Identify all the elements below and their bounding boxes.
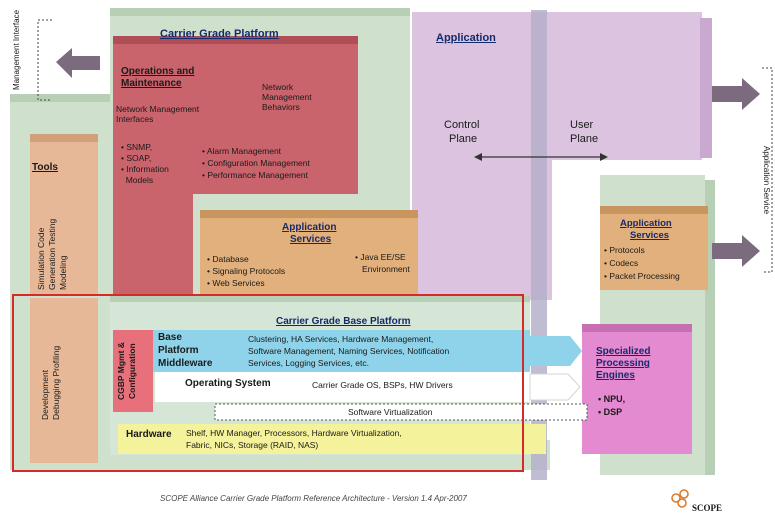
nm-behaviors-2: Management — [262, 92, 312, 102]
tools-block — [30, 140, 98, 295]
app-services-right-title-1: Application — [620, 218, 672, 229]
tools-title: Tools — [32, 162, 58, 173]
os-title: Operating System — [185, 378, 271, 389]
app-services-center-item-2: • Web Services — [207, 278, 265, 288]
right-platform-side — [705, 180, 715, 475]
logo-ring-1 — [671, 493, 681, 503]
cgbp-mgmt-label: CGBP Mgmt & Configuration — [116, 334, 150, 408]
cgbp-mgmt-line-2: Configuration — [127, 343, 137, 399]
app-services-right-block — [600, 212, 708, 290]
logo-ring-3 — [677, 498, 687, 508]
hardware-item-1: Fabric, NICs, Storage (RAID, NAS) — [186, 440, 319, 450]
plane-separator — [531, 10, 547, 480]
middleware-title-2: Platform — [158, 345, 199, 356]
application-block — [412, 12, 702, 160]
app-services-right-item-0: • Protocols — [604, 245, 645, 255]
tools-top — [30, 134, 98, 142]
application-service-arrow-2-icon — [712, 235, 760, 267]
interfaces-item-1: • SOAP, — [121, 153, 152, 163]
interfaces-item-2: • Information — [121, 164, 169, 174]
specialized-title-1: Specialized — [596, 346, 651, 357]
nm-interfaces-2: Interfaces — [116, 114, 154, 124]
app-services-center-block — [200, 216, 418, 296]
application-service-label: Application Service — [762, 145, 771, 215]
middleware-item-0: Clustering, HA Services, Hardware Manage… — [248, 334, 434, 344]
carrier-grade-platform-title: Carrier Grade Platform — [160, 28, 279, 40]
middleware-item-2: Services, Logging Services, etc. — [248, 358, 369, 368]
app-services-center-item-0: • Database — [207, 254, 249, 264]
footer-caption: SCOPE Alliance Carrier Grade Platform Re… — [160, 494, 467, 503]
middleware-title-3: Middleware — [158, 358, 213, 369]
application-title: Application — [436, 32, 496, 44]
java-line-2: Environment — [362, 264, 410, 274]
base-platform-top — [110, 296, 530, 302]
cgbp-mgmt-line-1: CGBP Mgmt & — [116, 342, 126, 400]
app-services-center-title-2: Services — [290, 234, 332, 245]
operations-lower-left — [113, 194, 193, 294]
left-platform-top — [10, 94, 110, 102]
platform-top-face — [110, 8, 410, 16]
management-arrow-icon — [56, 48, 100, 78]
user-plane-1: User — [570, 119, 594, 131]
behaviors-item-0: • Alarm Management — [202, 146, 282, 156]
os-items: Carrier Grade OS, BSPs, HW Drivers — [312, 380, 453, 390]
control-plane-2: Plane — [449, 133, 478, 145]
application-service-arrow-icon — [712, 78, 760, 110]
specialized-item-1: • DSP — [598, 407, 623, 417]
java-line-1: • Java EE/SE — [355, 252, 406, 262]
scope-logo-text: SCOPE — [692, 503, 723, 513]
base-platform-title: Carrier Grade Base Platform — [276, 316, 411, 327]
app-services-center-item-1: • Signaling Protocols — [207, 266, 286, 276]
hardware-item-0: Shelf, HW Manager, Processors, Hardware … — [186, 428, 402, 438]
app-services-right-title-2: Services — [630, 230, 670, 241]
operations-top — [113, 36, 358, 44]
operations-title-2: Maintenance — [121, 78, 182, 89]
virtualization-label: Software Virtualization — [348, 407, 433, 417]
user-plane-2: Plane — [570, 133, 599, 145]
specialized-item-0: • NPU, — [598, 394, 626, 404]
specialized-title-3: Engines — [596, 370, 635, 381]
operations-title-1: Operations and — [121, 66, 195, 77]
app-services-center-title-1: Application — [282, 222, 337, 233]
hardware-title: Hardware — [126, 429, 172, 440]
specialized-engines-top — [582, 324, 692, 332]
tools-upper-label: Simulation Code Generation Testing Model… — [36, 218, 68, 290]
app-services-center-top — [200, 210, 418, 218]
app-services-right-top — [600, 206, 708, 214]
operations-block — [113, 42, 358, 194]
application-lower-block — [412, 160, 552, 300]
nm-behaviors-3: Behaviors — [262, 102, 300, 112]
interfaces-item-3: Models — [121, 175, 154, 185]
specialized-engines-block — [582, 330, 692, 454]
management-interface-label: Management Interface — [12, 9, 21, 90]
application-right-side — [700, 18, 712, 158]
interfaces-item-0: • SNMP, — [121, 142, 153, 152]
app-services-right-item-1: • Codecs — [604, 258, 639, 268]
nm-behaviors-1: Network — [262, 82, 294, 92]
middleware-item-1: Software Management, Naming Services, No… — [248, 346, 450, 356]
middleware-title-1: Base — [158, 332, 182, 343]
behaviors-item-2: • Performance Management — [202, 170, 308, 180]
behaviors-item-1: • Configuration Management — [202, 158, 310, 168]
specialized-title-2: Processing — [596, 358, 650, 369]
app-services-right-item-2: • Packet Processing — [604, 271, 680, 281]
logo-ring-2 — [679, 489, 689, 499]
tools-lower-label: Development Debugging Profiling — [40, 345, 61, 420]
left-bracket — [37, 19, 52, 101]
control-plane-1: Control — [444, 119, 480, 131]
nm-interfaces-1: Network Management — [116, 104, 200, 114]
